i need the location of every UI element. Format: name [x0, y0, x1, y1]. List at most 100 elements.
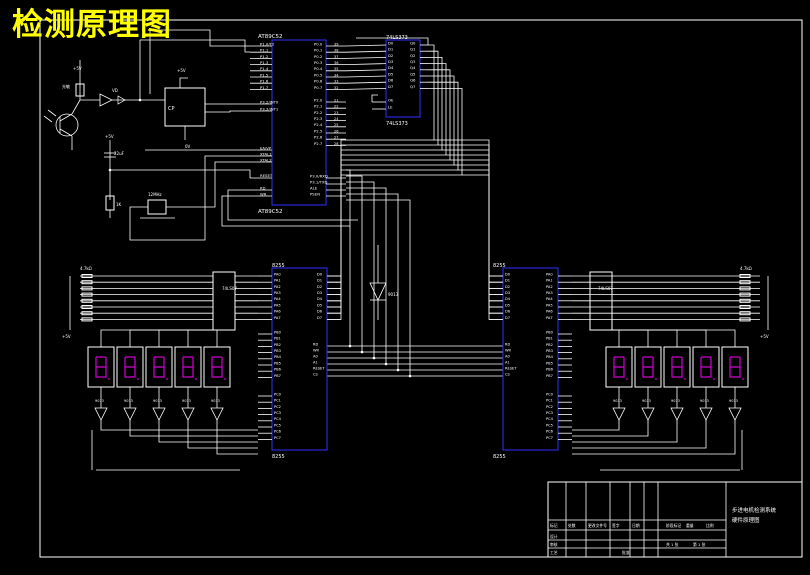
io-left-pin-label: RESET: [313, 366, 325, 370]
xtal-wire-1: [129, 155, 250, 241]
tb-header: 签字: [612, 523, 620, 528]
latch-pin-label: LE: [388, 104, 393, 109]
light-arrow: [43, 115, 53, 123]
tb-role: 工艺: [550, 550, 558, 555]
mcu-pin-label: P0.5: [314, 72, 323, 77]
display-left-5-dp: [224, 378, 226, 380]
latch-pin-label: Q3: [410, 59, 416, 64]
display-right-4-dp: [713, 378, 715, 380]
io-left-pin-label: PA2: [274, 285, 281, 289]
mcu-pin-label: P3.1/TXD: [310, 179, 328, 184]
vcc-label: +5V: [73, 66, 82, 71]
seg-resistor-right: [739, 286, 751, 291]
digit-driver-right: [728, 407, 742, 421]
digit-driver-right: [641, 407, 655, 421]
tb-approve: 批准: [622, 550, 630, 555]
mcu-pin-label: EA/VP: [260, 145, 272, 150]
io-left-label-bottom: 8255: [272, 454, 285, 460]
mcu-pin-label: XTAL2: [260, 157, 272, 162]
mcu-pin-label: P3.3/INT1: [260, 106, 279, 111]
ff-vcc: [179, 77, 188, 88]
flip-flop-label: CP: [168, 106, 175, 112]
pc-to-driver-left: [129, 420, 258, 437]
display-right-1-seg-bottom: [613, 367, 625, 378]
io-right-pin-label: PA7: [546, 316, 553, 320]
mcu-pin-label: ALE: [310, 185, 318, 190]
io-left-pin-label: PA0: [274, 272, 281, 276]
io-left-pin-label: PB1: [274, 337, 281, 341]
data-bus-left: [327, 75, 455, 308]
mcu-pin-label: P2.6: [314, 135, 323, 140]
xtal-wire-2: [166, 161, 250, 208]
junction-dot: [396, 368, 400, 372]
io-left-pin-label: PB3: [274, 349, 281, 353]
junction-dot: [138, 98, 142, 102]
latch-pin-label: Q4: [410, 65, 416, 70]
latch-pin-label: Q6: [410, 78, 416, 83]
data-bus-right: [446, 154, 503, 296]
latch-pin-label: D5: [388, 71, 394, 76]
resistor-top: [75, 83, 85, 97]
io-right-pin-label: PB6: [546, 368, 554, 372]
io-right-pin-label: D4: [505, 297, 511, 301]
display-left-2-seg-top: [124, 357, 136, 368]
latch-pin-label: Q1: [410, 47, 416, 52]
crystal-label: 12MHz: [148, 192, 162, 197]
mcu-pin-label: P1.2: [260, 54, 269, 59]
io-right-pin-label: PA6: [546, 310, 553, 314]
driver-left-label: 9013: [211, 399, 220, 403]
right-rail-vcc: +5V: [760, 334, 769, 339]
mcu-pin-label: P2.7: [314, 141, 323, 146]
driver-left-label: 9013: [95, 399, 104, 403]
mcu-pin-label: P3.0/RXD: [310, 173, 328, 178]
display-left-3-seg-top: [153, 357, 165, 368]
io-right-label-bottom: 8255: [493, 454, 506, 460]
display-right-3-dp: [684, 378, 686, 380]
mcu-pin-num: 36: [334, 61, 338, 65]
data-bus-right: [450, 159, 503, 302]
mcu-pin-num: 35: [334, 67, 338, 71]
io-left-pin-label: D3: [317, 291, 322, 295]
mcu-pin-label: P1.6: [260, 79, 269, 84]
junction-dot: [408, 374, 412, 378]
display-left-1-dp: [108, 378, 110, 380]
display-left-2-dp: [137, 378, 139, 380]
io-left-pin-label: PA3: [274, 291, 281, 295]
display-right-4-seg-top: [700, 357, 712, 368]
phototransistor-emitter: [59, 128, 73, 137]
mcu-pin-label: RD: [260, 185, 266, 190]
io-left-pin-label: PB7: [274, 374, 281, 378]
digit-line-right: [608, 329, 678, 347]
latch-pin-label: D1: [388, 47, 394, 52]
io-right-pin-label: RESET: [505, 366, 517, 370]
latch-pin-label: Q7: [410, 84, 416, 89]
display-right-5-seg-bottom: [729, 367, 741, 378]
digit-line-right: [606, 329, 707, 347]
ctl-riser: [346, 193, 399, 370]
latch-label-bottom: 74LS373: [386, 121, 408, 127]
io-left-pin-label: RD: [313, 342, 318, 346]
diode-label: VD: [112, 88, 118, 93]
io-right-label-top: 8255: [493, 263, 506, 269]
p0-to-latch: [345, 50, 387, 53]
mcu-label-bottom: AT89C52: [258, 209, 283, 215]
io-left-pin-label: PC1: [274, 399, 281, 403]
page-title: 检测原理图: [12, 7, 172, 43]
digit-driver-right: [670, 407, 684, 421]
mcu-pin-num: 28: [334, 142, 338, 146]
display-right-3-seg-bottom: [671, 367, 683, 378]
mcu-pin-label: P2.5: [314, 128, 323, 133]
pc-to-driver-right: [572, 420, 620, 431]
digit-driver-right: [699, 407, 713, 421]
mcu-pin-num: 23: [334, 111, 338, 115]
buffer-left-label: 74LS07: [222, 286, 237, 291]
driver-right-label: 9013: [700, 399, 709, 403]
io-right-pin-label: D6: [505, 310, 511, 314]
driver-left-label: 9013: [124, 399, 133, 403]
io-right-pin-label: PA0: [546, 272, 553, 276]
io-left-label-top: 8255: [272, 263, 285, 269]
display-left-4-seg-top: [182, 357, 194, 368]
io-right-pin-label: PC4: [546, 417, 554, 421]
data-bus-left: [327, 57, 443, 289]
io-right-pin-label: PB7: [546, 374, 553, 378]
